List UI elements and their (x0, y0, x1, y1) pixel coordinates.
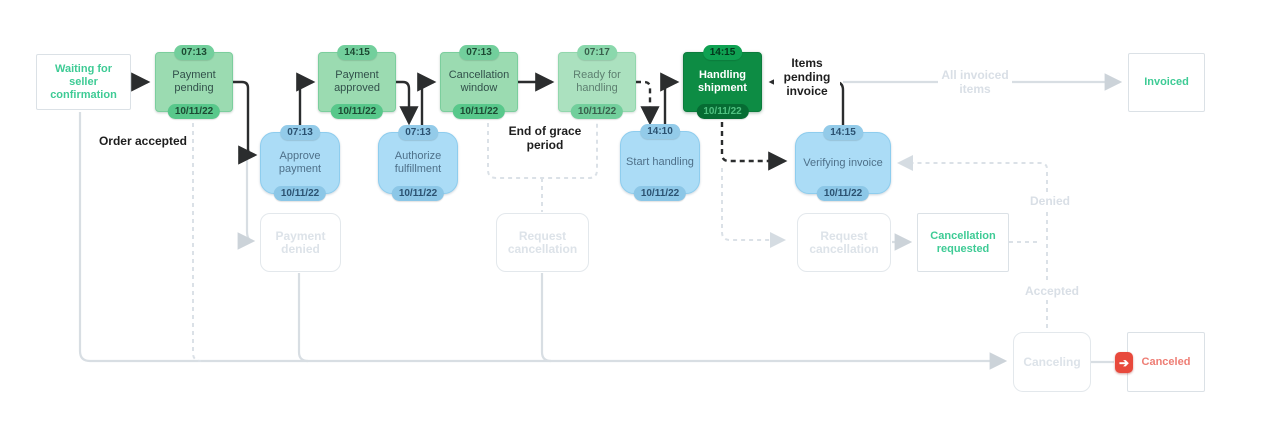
node-title: Approve payment (278, 150, 322, 175)
edge-payment-denied-down (297, 273, 309, 363)
date-badge: 10/11/22 (633, 186, 687, 201)
date-badge: 10/11/22 (273, 186, 327, 201)
node-request-cancellation-1: Request cancellation (496, 213, 589, 272)
edge-start-to-handling-shipment (660, 72, 680, 129)
node-title: Invoiced (1144, 76, 1189, 88)
node-ready-for-handling: 07:17 Ready for handling 10/11/22 (558, 45, 636, 119)
node-payment-denied: Payment denied (260, 213, 341, 272)
label-end-of-grace-period: End of grace period (502, 124, 588, 152)
label-accepted: Accepted (1022, 284, 1082, 298)
label-all-invoiced-items: All invoiced items (938, 68, 1012, 96)
edge-payment-pending-dashed-down (192, 123, 202, 362)
time-badge: 07:13 (459, 45, 499, 60)
node-invoiced: Invoiced (1128, 53, 1205, 112)
node-approve-payment: 07:13 Approve payment 10/11/22 (260, 125, 340, 201)
node-request-cancellation-2: Request cancellation (797, 213, 891, 272)
node-title: Payment denied (275, 228, 326, 256)
time-badge: 14:15 (823, 125, 863, 140)
label-items-pending-invoice: Items pending invoice (774, 56, 840, 98)
node-title: Verifying invoice (803, 156, 883, 169)
date-badge: 10/11/22 (570, 104, 624, 119)
node-title: Request cancellation (507, 228, 578, 256)
node-canceling: Canceling (1013, 332, 1091, 392)
node-payment-pending: 07:13 Payment pending 10/11/22 (155, 45, 233, 119)
time-badge: 14:10 (640, 124, 680, 139)
node-title: Cancellation requested (930, 229, 996, 255)
edge-authorize-to-window (417, 72, 437, 128)
node-handling-shipment: 14:15 Handling shipment 10/11/22 (683, 45, 762, 119)
time-badge: 07:13 (398, 125, 438, 140)
node-cancellation-requested: Cancellation requested (917, 213, 1009, 272)
edge-cancel-rail (78, 112, 1008, 370)
node-title: Start handling (626, 156, 694, 168)
node-cancellation-window: 07:13 Cancellation window 10/11/22 (440, 45, 518, 119)
date-badge: 10/11/22 (696, 104, 749, 119)
date-badge: 10/11/22 (391, 186, 445, 201)
edge-request-cancellation1-down (540, 273, 552, 363)
node-start-handling: 14:10 Start handling 10/11/22 (620, 124, 700, 201)
node-title: Payment pending (172, 69, 216, 94)
node-title: Authorize fulfillment (394, 150, 442, 175)
date-badge: 10/11/22 (330, 104, 384, 119)
edge-handling-to-verifying (720, 122, 788, 171)
node-waiting-seller-confirmation: Waiting for seller confirmation (36, 54, 131, 110)
canceled-arrow-icon: ➔ (1115, 352, 1133, 373)
edge-denied-back-to-verifying (897, 155, 1048, 240)
node-authorize-fulfillment: 07:13 Authorize fulfillment 10/11/22 (378, 125, 458, 201)
label-order-accepted: Order accepted (94, 134, 192, 148)
label-denied: Denied (1026, 194, 1074, 208)
time-badge: 14:15 (702, 45, 743, 60)
date-badge: 10/11/22 (816, 186, 870, 201)
node-title: Canceled (1141, 355, 1191, 368)
node-title: Request cancellation (809, 228, 879, 256)
time-badge: 07:13 (174, 45, 214, 60)
edge-approved-to-authorize (395, 80, 419, 126)
node-title: Cancellation window (448, 69, 510, 94)
date-badge: 10/11/22 (452, 104, 506, 119)
node-title: Canceling (1023, 354, 1081, 369)
node-title: Payment approved (334, 69, 380, 94)
edge-payment-pending-to-approve (232, 80, 258, 165)
time-badge: 07:13 (280, 125, 320, 140)
node-canceled: Canceled (1127, 332, 1205, 392)
edge-approve-to-approved (296, 72, 316, 130)
node-verifying-invoice: 14:15 Verifying invoice 10/11/22 (795, 125, 891, 201)
edge-handling-to-request-cancellation (721, 168, 786, 248)
time-badge: 14:15 (337, 45, 377, 60)
arrow-glyph: ➔ (1118, 355, 1130, 370)
date-badge: 10/11/22 (167, 104, 221, 119)
edge-payment-pending-to-denied (237, 160, 256, 250)
edge-ready-to-start-handling (636, 80, 660, 126)
time-badge: 07:17 (577, 45, 617, 60)
node-payment-approved: 14:15 Payment approved 10/11/22 (318, 45, 396, 119)
node-title: Ready for handling (573, 69, 621, 94)
node-title: Waiting for seller confirmation (50, 62, 117, 101)
node-title: Handling shipment (698, 69, 747, 94)
